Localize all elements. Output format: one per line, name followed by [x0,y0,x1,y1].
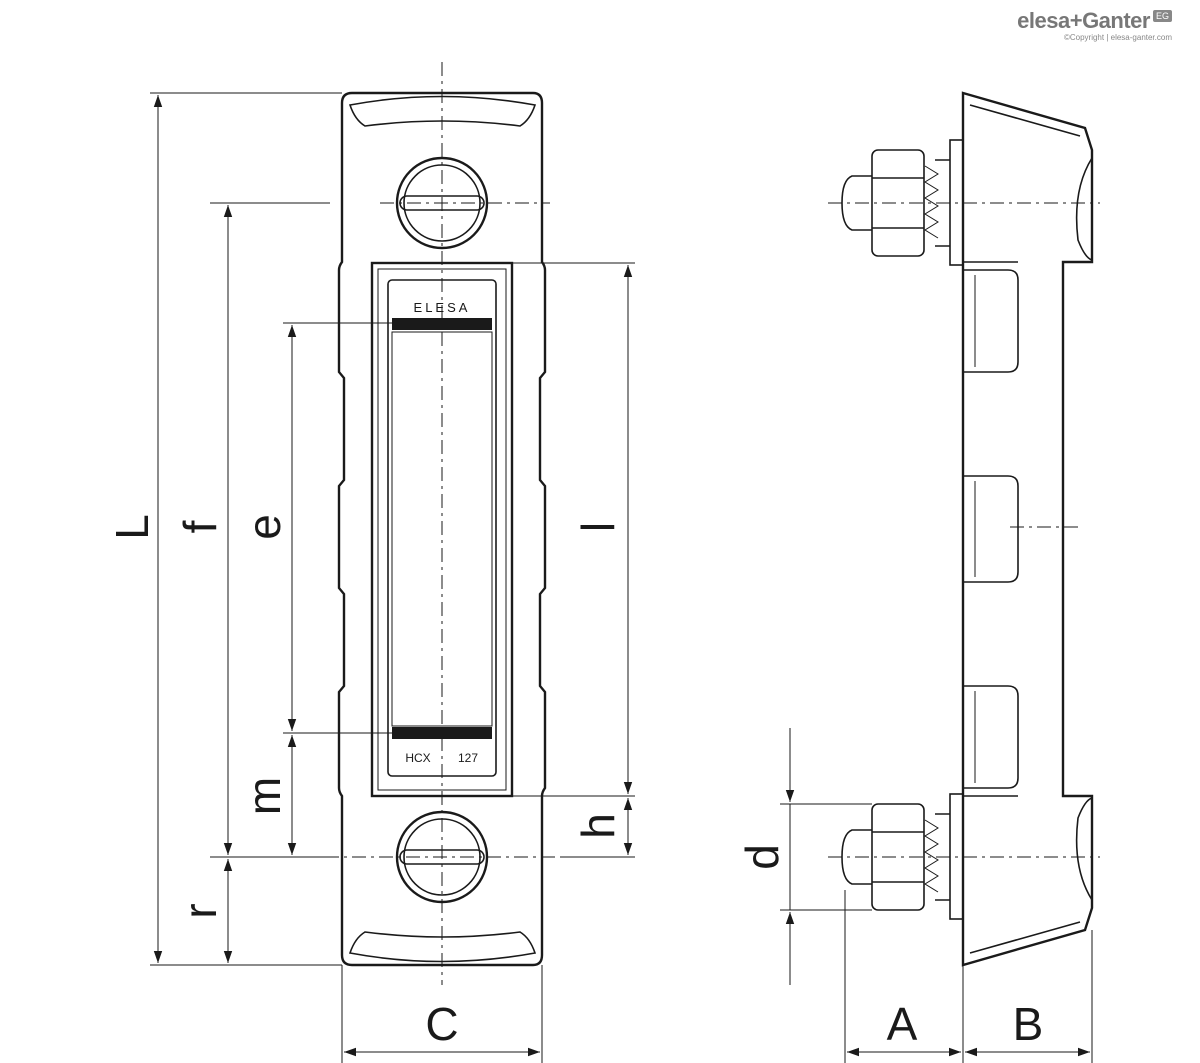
front-extension-lines [150,92,635,1063]
label-A: A [887,998,918,1050]
side-bottom-bolt [841,793,964,920]
side-top-end-detail [1075,157,1093,261]
side-profile-tabs [962,269,1019,789]
label-C: C [425,998,458,1050]
label-L: L [106,514,158,540]
front-sight-window: ELESA HCX 127 [370,261,514,798]
label-f: f [174,520,226,533]
front-dimension-lines [153,95,633,1057]
label-e: e [238,514,290,540]
front-body-outline [337,91,547,967]
indicator-model-label: HCX [405,751,430,765]
indicator-brand-label: ELESA [414,300,471,315]
label-l: l [572,522,624,532]
front-dimension-labels: L f e m r l h C [106,514,624,1050]
front-view: ELESA HCX 127 [325,62,560,985]
side-view [828,91,1100,967]
side-dimension-labels: d A B [736,844,1043,1050]
front-bottom-cap [348,931,537,963]
label-d: d [736,844,788,870]
side-bottom-end-detail [1075,797,1093,901]
side-extension-lines [780,803,1093,1063]
side-dimension-lines [785,728,1090,1057]
front-top-cap [348,95,537,127]
lower-level-mark [392,727,492,739]
brand-copyright: ©Copyright | elesa-ganter.com [1063,33,1172,42]
label-B: B [1013,998,1044,1050]
label-h: h [572,813,624,839]
brand-name: elesa+Ganter [1017,8,1150,33]
side-body-inner [963,104,1081,954]
upper-level-mark [392,318,492,330]
indicator-size-label: 127 [458,751,478,765]
label-r: r [174,903,226,918]
brand-badge: EG [1152,10,1172,22]
side-body-outline [961,91,1094,967]
label-m: m [238,777,290,815]
